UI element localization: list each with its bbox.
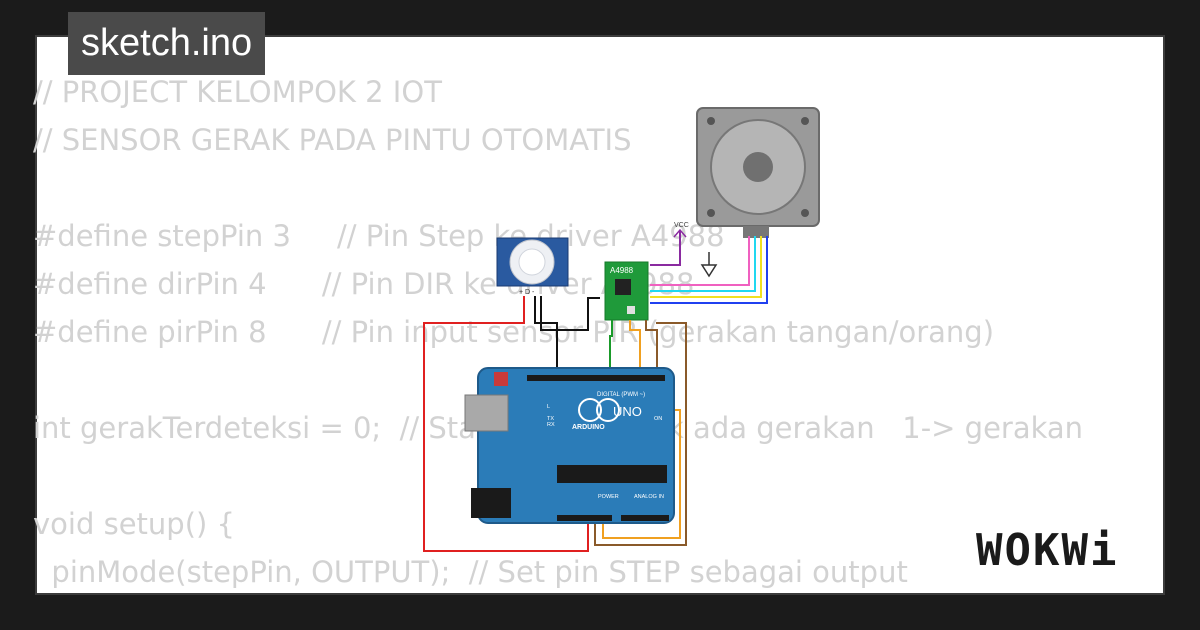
stepper-wires bbox=[650, 236, 768, 304]
svg-text:L: L bbox=[547, 404, 550, 410]
svg-text:ON: ON bbox=[654, 416, 662, 422]
code-line: // PROJECT KELOMPOK 2 IOT bbox=[33, 75, 442, 109]
svg-text:UNO: UNO bbox=[613, 404, 642, 419]
code-line: pinMode(stepPin, OUTPUT); // Set pin STE… bbox=[33, 555, 908, 589]
svg-text:VCC: VCC bbox=[674, 222, 689, 229]
code-line: #define dirPin 4 // Pin DIR ke driver A4… bbox=[33, 267, 695, 301]
svg-text:+ D -: + D - bbox=[519, 289, 535, 296]
stepper-motor[interactable] bbox=[696, 107, 820, 238]
pir-wires bbox=[423, 296, 600, 552]
svg-text:DIGITAL (PWM ~): DIGITAL (PWM ~) bbox=[597, 392, 645, 398]
code-line: // SENSOR GERAK PADA PINTU OTOMATIS bbox=[33, 123, 632, 157]
a4988-driver[interactable]: A4988 bbox=[604, 261, 649, 321]
vcc-marker: VCC bbox=[650, 222, 689, 266]
code-line: void setup() { bbox=[33, 507, 235, 541]
arduino-uno-board[interactable]: UNO ARDUINO DIGITAL (PWM ~) POWER ANALOG… bbox=[464, 367, 675, 524]
svg-text:TX: TX bbox=[547, 416, 554, 422]
code-line: #define pirPin 8 // Pin input sensor PIR… bbox=[33, 315, 995, 349]
file-tab[interactable]: sketch.ino bbox=[68, 12, 266, 75]
svg-text:A4988: A4988 bbox=[610, 266, 634, 275]
wokwi-logo: WOKWi bbox=[976, 525, 1119, 576]
svg-text:RX: RX bbox=[547, 422, 555, 428]
svg-text:ARDUINO: ARDUINO bbox=[572, 424, 605, 431]
pir-sensor[interactable]: + D - bbox=[496, 237, 569, 296]
svg-text:POWER: POWER bbox=[598, 494, 619, 500]
ground-marker bbox=[700, 252, 718, 278]
code-background: // PROJECT KELOMPOK 2 IOT // SENSOR GERAK… bbox=[33, 68, 1083, 596]
svg-text:ANALOG IN: ANALOG IN bbox=[634, 494, 664, 500]
